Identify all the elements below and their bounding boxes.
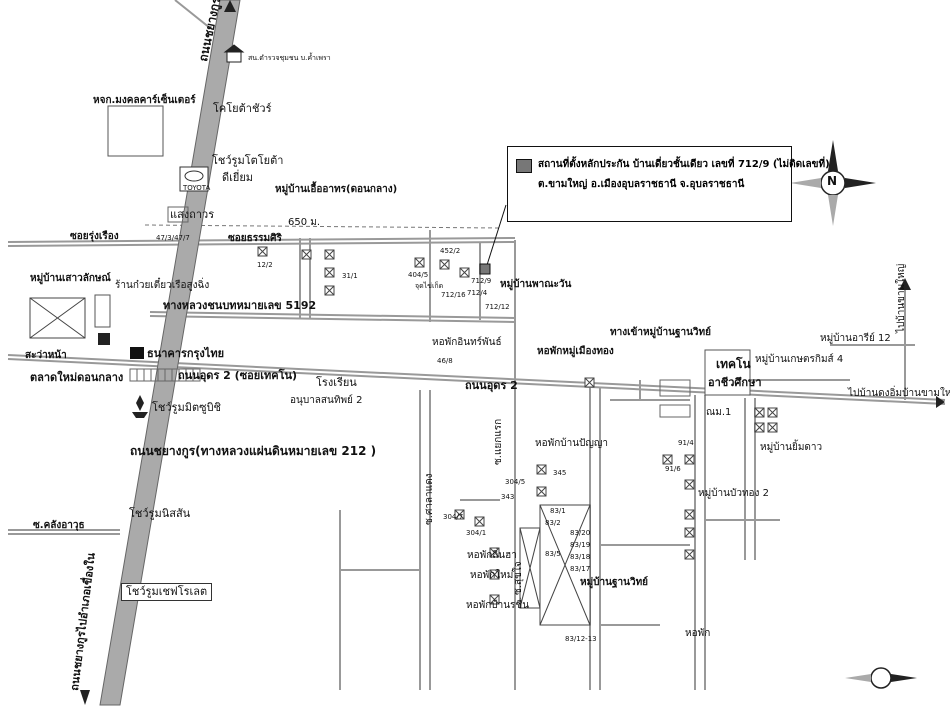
road-label-soi-thammasiri: ซอยธรรมศิริ — [228, 233, 282, 244]
compass-bottom — [845, 667, 917, 689]
house-number: 91/6 — [665, 465, 681, 473]
dorm-muang-label: หอพักหมู่เมืองทอง — [537, 346, 614, 357]
seven-eleven-logo — [98, 333, 110, 345]
house-number: 83/12-13 — [565, 635, 597, 643]
toyota-logo-label: TOYOTA — [183, 184, 211, 192]
mitsubishi-logo — [132, 395, 148, 418]
arrow-north-top — [224, 0, 236, 12]
road-label-highway-5192: ทางหลวงชนบทหมายเลข 5192 — [163, 299, 317, 312]
road-label-soi-khlong: ซ.คลังอาวุธ — [33, 520, 85, 531]
house-number: 304/1 — [466, 529, 487, 537]
police-station-icon — [223, 44, 245, 63]
school-label: โรงเรียน — [316, 376, 357, 389]
house-number: 47/3/47/7 — [156, 234, 190, 242]
house-number: 712/4 — [467, 289, 488, 297]
house-number: 91/4 — [678, 439, 694, 447]
subject-site-swatch — [516, 159, 532, 173]
market-label: ตลาดใหม่ดอนกลาง — [30, 371, 124, 384]
techno-label-2: อาชีวศึกษา — [708, 376, 762, 389]
road-label-udon2-east: ถนนอุดร 2 — [465, 379, 518, 392]
village-saowalak-label: หมู่บ้านเสาวลักษณ์ — [30, 273, 111, 284]
juk-label: จุดไข่เก็ด — [415, 282, 444, 290]
entrance-chanawit-label: ทางเข้าหมู่บ้านฐานวิทย์ — [610, 327, 711, 338]
legend-box: สถานที่ตั้งหลักประกัน บ้านเดี่ยวชั้นเดีย… — [507, 146, 830, 222]
legend-line-2: ต.ขามใหญ่ อ.เมืองอุบลราชธานี จ.อุบลราชธา… — [538, 179, 745, 190]
ktb-logo — [130, 347, 144, 359]
arrow-south — [80, 690, 90, 705]
house-number: 404/5 — [408, 271, 429, 279]
nissan-label: โชว์รูมนิสสัน — [129, 507, 191, 520]
house-number: 304/5 — [505, 478, 526, 486]
ktb-label: ธนาคารกรุงไทย — [147, 347, 225, 360]
nm1-label: ณม.1 — [706, 407, 732, 418]
compass-top — [790, 140, 876, 226]
house-number: 83/18 — [570, 553, 591, 561]
saeng-thaworn-label: แสงถาวร — [170, 208, 215, 221]
road-label-soi-c: ซ.สุขใจ — [513, 561, 524, 595]
school2-label: อนุบาลสนทิพย์ 2 — [290, 395, 363, 406]
house-number: 12/2 — [257, 261, 273, 269]
arrow-north-right — [899, 278, 911, 290]
house-number: 452/2 — [440, 247, 461, 255]
arrow-east — [936, 396, 945, 408]
distance-label: 650 ม. — [288, 217, 321, 228]
compass-north-label: N — [827, 174, 838, 188]
noodle-shop-label: ร้านก๋วยเตี๋ยวเรือสูงฉิ่ง — [115, 280, 210, 291]
chevrolet-label: โชว์รูมเชฟโรเลต — [121, 583, 213, 602]
house-number: 304/7 — [443, 513, 464, 521]
house-number: 83/19 — [570, 541, 591, 549]
mongkol-label: หจก.มงคลคาร์เซ็นเตอร์ — [93, 95, 196, 106]
house-number: 712/12 — [485, 303, 510, 311]
seven-label: สะว่าหน้า — [25, 350, 67, 361]
toyota-dealer-label: ดีเยี่ยม — [222, 171, 254, 184]
house-number: 712/16 — [441, 291, 466, 299]
road-label-to-khamyai-east: ไปบ้านดงอิ่มบ้านขามใหญ่ — [848, 388, 950, 399]
village-buathong-label: หมู่บ้านบัวทอง 2 — [698, 488, 769, 499]
village-noi-label: หมู่บ้านยิ้มดาว — [760, 442, 823, 453]
dorm-b-label: หอพักใหม่ — [470, 570, 514, 581]
village-phra-label: หมู่บ้านพาณะวัน — [500, 279, 572, 290]
road-label-soi-rungrueang: ซอยรุ่งเรือง — [70, 231, 119, 242]
road-label-soi-b: ซ.ศาลาแดง — [424, 473, 435, 526]
legend-line-1: สถานที่ตั้งหลักประกัน บ้านเดี่ยวชั้นเดีย… — [538, 159, 830, 170]
road-label-to-khamyai-vert: ไปบ้านขามใหญ่ — [896, 263, 907, 333]
village-eua-arthorn-label: หมู่บ้านเอื้ออาทร(ดอนกลาง) — [275, 184, 398, 195]
techno-label-1: เทคโน — [716, 357, 751, 371]
house-number: 83/5 — [545, 550, 561, 558]
toyota-sure-label: โคโยต้าชัวร์ — [213, 102, 272, 115]
dorm-c-label: หอพักบ้านรชื่น — [466, 600, 530, 611]
toyota-showroom-label: โชว์รูมโตโยต้า — [212, 154, 284, 167]
house-number: 83/17 — [570, 565, 591, 573]
house-number: 343 — [501, 493, 515, 501]
village-chanawit-label: หมู่บ้านฐานวิทย์ — [580, 577, 649, 588]
house-number: 345 — [553, 469, 567, 477]
road-label-udon2-west: ถนนอุดร 2 (ซอยเทคโน) — [178, 369, 298, 382]
village-kaset-label: หมู่บ้านเกษตรกิมส์ 4 — [755, 354, 844, 365]
dorm-d-label: หอพัก — [685, 628, 711, 639]
house-number: 83/2 — [545, 519, 561, 527]
dorm-banpanya-label: หอพักบ้านปัญญา — [535, 438, 609, 449]
road-label-highway-212: ถนนชยางกูร(ทางหลวงแผ่นดินหมายเลข 212 ) — [130, 444, 377, 458]
house-number-712-9: 712/9 — [471, 277, 492, 285]
house-number: 31/1 — [342, 272, 358, 280]
police-station-label: สน.ตำรวจชุมชน บ.ค้ำเพรา — [248, 54, 331, 62]
dorm-a-label: หอพักถิ่นฮา — [467, 550, 517, 561]
mitsubishi-label: โชว์รูมมิตซูบิชิ — [152, 401, 222, 414]
dorm-inpan-label: หอพักอินทร์พันธ์ — [432, 337, 502, 348]
house-number: 83/20 — [570, 529, 591, 537]
house-number: 83/1 — [550, 507, 566, 515]
road-label-soi-a: ซ.แยกแรก — [493, 418, 504, 465]
village-ari-label: หมู่บ้านอารีย์ 12 — [820, 333, 891, 344]
house-number: 46/8 — [437, 357, 453, 365]
